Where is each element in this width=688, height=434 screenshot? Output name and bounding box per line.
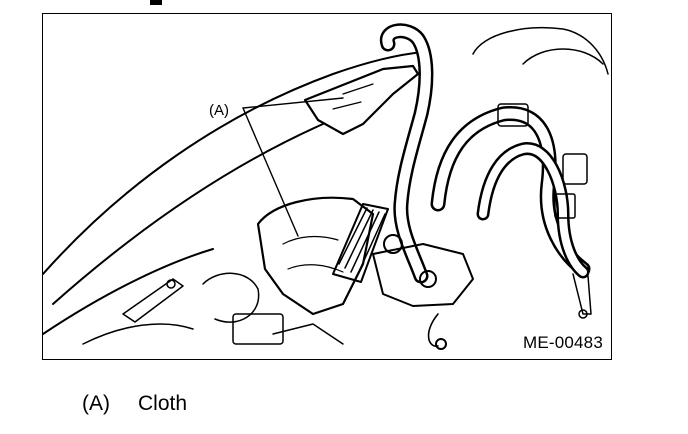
cloth-upper (303, 64, 420, 136)
pump-pulley (332, 203, 474, 350)
engine-details (472, 26, 609, 319)
bay-details (82, 272, 344, 345)
hood-inner-edge (52, 123, 324, 305)
cropped-text-fragment (150, 0, 162, 5)
hood-edge (43, 51, 424, 275)
callout-label-a: (A) (209, 102, 229, 119)
figure-frame: (A) ME-00483 (42, 13, 612, 360)
engine-illustration (43, 23, 609, 350)
legend-text: Cloth (138, 392, 188, 415)
cloth-lower (256, 196, 375, 316)
legend-key: (A) (82, 392, 110, 415)
fender-lower (43, 248, 214, 335)
legend-item: (A) Cloth (82, 392, 187, 416)
figure-code: ME-00483 (522, 333, 603, 352)
leader-line-lower (242, 107, 299, 237)
leader-line-upper (242, 97, 344, 109)
